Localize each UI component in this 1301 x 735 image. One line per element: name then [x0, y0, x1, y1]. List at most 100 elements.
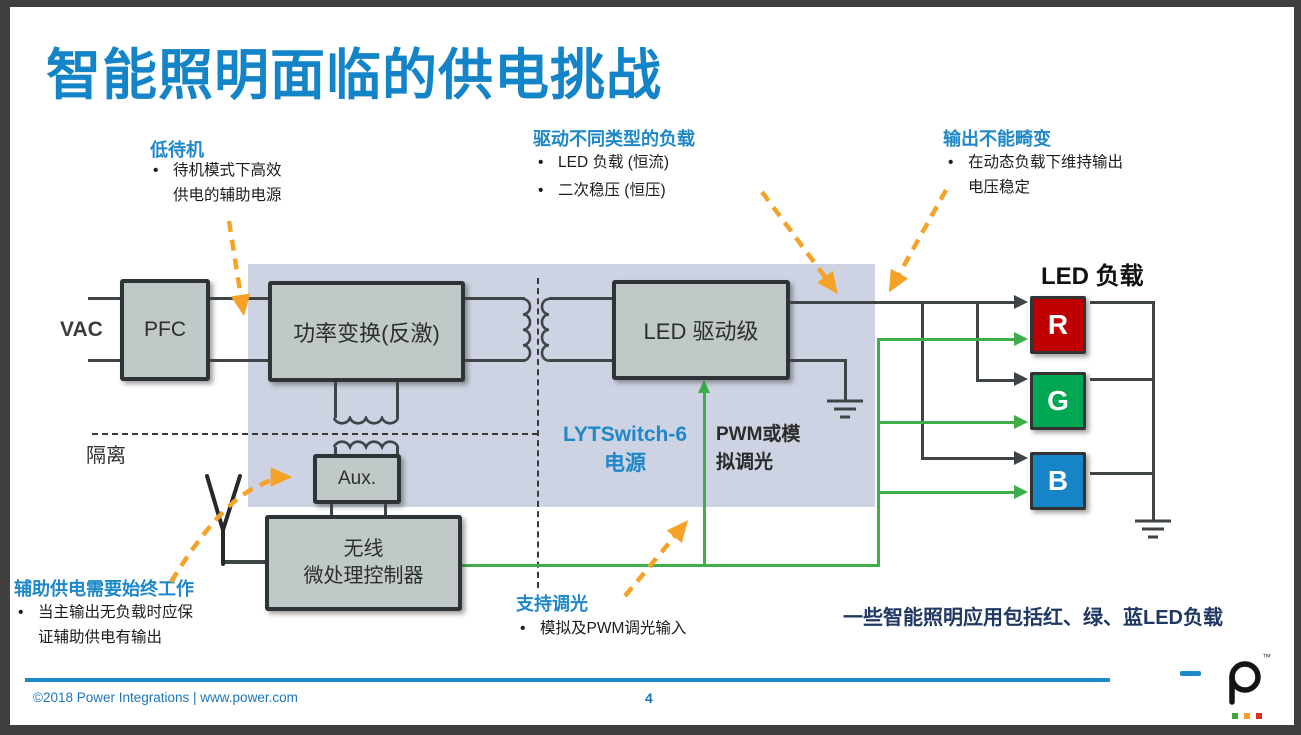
annotation-standby-line2: 供电的辅助电源 [173, 187, 282, 204]
annotation-loadtypes-item1-text: LED 负载 (恒流) [558, 154, 670, 171]
led-r-label: R [1047, 309, 1069, 340]
green-wire [877, 338, 1016, 341]
bullet-icon: • [538, 154, 544, 171]
annotation-dimming-text: 模拟及PWM调光输入 [540, 620, 687, 637]
led-r-block: R [1030, 296, 1086, 354]
wire [384, 503, 387, 516]
ground-icon [1135, 519, 1171, 539]
aux-block: Aux. [313, 454, 401, 504]
annotation-auxpower-bullet: • 当主输出无负载时应保 证辅助供电有输出 [18, 600, 193, 650]
wire [1090, 378, 1154, 381]
annotation-loadtypes-title: 驱动不同类型的负载 [533, 129, 695, 149]
mcu-control-wire [462, 564, 880, 567]
wire [334, 447, 337, 455]
logo-blue-dash [1180, 671, 1201, 676]
wire [549, 297, 612, 300]
output-wire [790, 301, 1016, 304]
green-arrowhead-icon [698, 380, 710, 393]
annotation-distortion-bullet: • 在动态负载下维持输出 电压稳定 [948, 150, 1123, 200]
footer-rule [25, 678, 1110, 682]
annotation-distortion-title: 输出不能畸变 [943, 129, 1051, 149]
wire [465, 359, 525, 362]
led-g-block: G [1030, 372, 1086, 430]
annotation-standby-title: 低待机 [150, 140, 204, 160]
pwm-dimming-label: PWM或模 拟调光 [716, 421, 800, 477]
wire [465, 297, 525, 300]
led-b-label: B [1047, 465, 1069, 496]
annotation-dimming-bullet: • 模拟及PWM调光输入 [520, 616, 686, 641]
wire [210, 359, 268, 362]
aux-label: Aux. [337, 468, 377, 489]
wire [210, 297, 268, 300]
led-load-heading: LED 负载 [1041, 263, 1144, 290]
logo-dot-green [1232, 713, 1238, 719]
pfc-block: PFC [120, 279, 210, 381]
green-wire [877, 338, 880, 567]
power-integrations-logo [1229, 661, 1261, 705]
annotation-loadtypes-item2: • 二次稳压 (恒压) [538, 178, 666, 203]
wire [88, 359, 120, 362]
wire [1152, 301, 1155, 520]
lytswitch-label: LYTSwitch-6 电源 [550, 420, 700, 478]
pfc-label: PFC [144, 318, 186, 341]
arrowhead-icon [1014, 451, 1028, 465]
lytswitch-label-line2: 电源 [604, 452, 646, 475]
wire [921, 457, 1016, 460]
trademark-symbol: ™ [1262, 652, 1271, 662]
annotation-distortion-line2: 电压稳定 [968, 179, 1031, 196]
annotation-loadtypes-item1: • LED 负载 (恒流) [538, 150, 669, 175]
vac-label: VAC [60, 318, 103, 341]
isolation-dashed-line [92, 433, 538, 435]
green-arrowhead-icon [1014, 332, 1028, 346]
pwm-dimming-line2: 拟调光 [716, 452, 774, 473]
logo-dot-red [1256, 713, 1262, 719]
dimming-wire [703, 392, 706, 566]
mcu-block: 无线 微处理控制器 [265, 515, 462, 611]
annotation-auxpower-line1: 当主输出无负载时应保 [38, 604, 194, 621]
footer-copyright: ©2018 Power Integrations | www.power.com [33, 690, 298, 705]
lytswitch-label-line1: LYTSwitch-6 [562, 423, 688, 446]
led-driver-block: LED 驱动级 [612, 280, 790, 380]
green-arrowhead-icon [1014, 485, 1028, 499]
green-arrowhead-icon [1014, 415, 1028, 429]
wire [1090, 301, 1154, 304]
annotation-loadtypes-item2-text: 二次稳压 (恒压) [558, 182, 666, 199]
annotation-standby-bullet: • 待机模式下高效 供电的辅助电源 [153, 158, 282, 208]
bullet-icon: • [948, 154, 954, 171]
mcu-label-line2: 微处理控制器 [303, 565, 424, 587]
pwm-dimming-line1: PWM或模 [716, 424, 801, 445]
ground-icon [827, 399, 863, 419]
green-wire [877, 491, 1016, 494]
footer-page-number: 4 [645, 690, 653, 706]
bullet-icon: • [18, 604, 24, 621]
power-stage-label: 功率变换(反激) [293, 320, 440, 346]
annotation-auxpower-line2: 证辅助供电有输出 [38, 629, 163, 646]
wire [549, 359, 612, 362]
wire [1090, 472, 1154, 475]
transformer-icon [522, 297, 550, 362]
green-wire [877, 421, 1016, 424]
wire [396, 382, 399, 418]
isolation-label: 隔离 [86, 445, 126, 467]
annotation-standby-line1: 待机模式下高效 [173, 162, 282, 179]
arrowhead-icon [1014, 372, 1028, 386]
led-b-block: B [1030, 452, 1086, 510]
rgb-caption: 一些智能照明应用包括红、绿、蓝LED负载 [843, 607, 1223, 629]
led-driver-label: LED 驱动级 [643, 319, 759, 344]
logo-dot-orange [1244, 713, 1250, 719]
slide-title: 智能照明面临的供电挑战 [46, 42, 663, 107]
power-stage-block: 功率变换(反激) [268, 281, 465, 382]
aux-transformer-icon [332, 416, 400, 450]
mcu-label-line1: 无线 [343, 538, 384, 560]
bullet-icon: • [538, 182, 544, 199]
wire [396, 447, 399, 455]
wire [844, 359, 847, 400]
arrowhead-icon [1014, 295, 1028, 309]
led-g-label: G [1047, 385, 1069, 416]
annotation-dimming-title: 支持调光 [516, 594, 588, 614]
bullet-icon: • [520, 620, 526, 637]
annotation-distortion-line1: 在动态负载下维持输出 [968, 154, 1124, 171]
bullet-icon: • [153, 162, 159, 179]
annotation-auxpower-title: 辅助供电需要始终工作 [14, 579, 194, 599]
